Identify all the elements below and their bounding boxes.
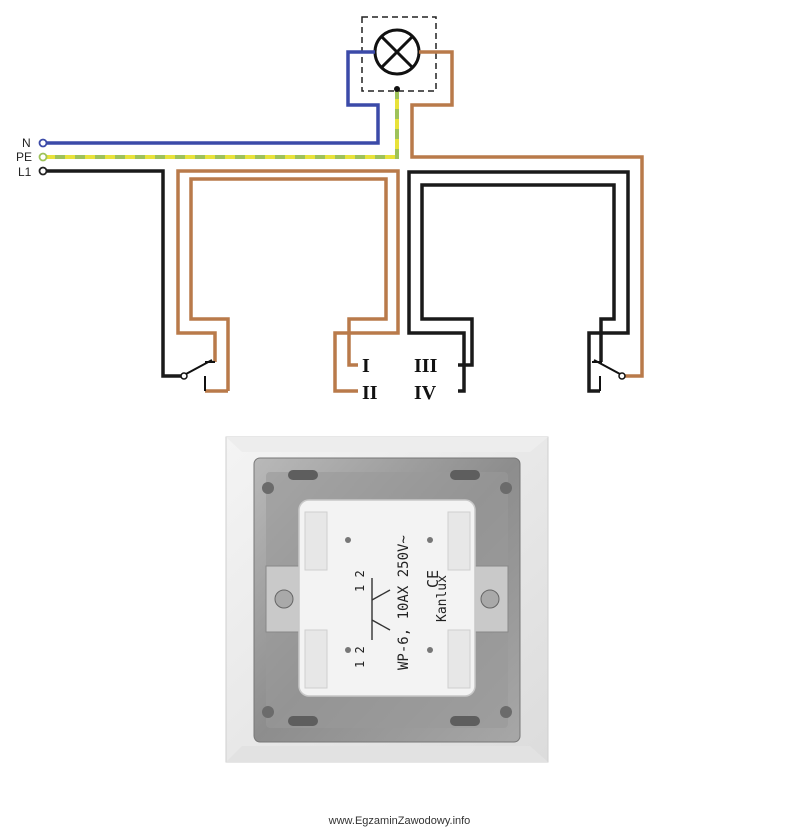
- phase-wire: [45, 169, 182, 378]
- traveler-wire-left: [176, 169, 400, 393]
- contact-label-iii: III: [414, 355, 438, 377]
- contact-label-i: I: [362, 355, 370, 377]
- switch-print-schematic: [371, 578, 391, 640]
- ce-mark: CE: [424, 570, 442, 588]
- neutral-wire: [45, 50, 380, 145]
- switch-brand-text: Kanlux: [435, 575, 450, 622]
- pe-wire: [45, 86, 400, 159]
- traveler-wire-right: [407, 170, 630, 393]
- switch-left-symbol: [180, 359, 215, 391]
- contact-label-ii: II: [362, 382, 378, 404]
- contact-label-iv: IV: [414, 382, 437, 404]
- terminal-label-l1: L1: [18, 165, 32, 179]
- switch-marking-right: 1 2: [353, 570, 367, 592]
- switch-right-symbol: [592, 359, 626, 391]
- switch-marking-left: 1 2: [353, 646, 367, 668]
- terminal-label-pe: PE: [16, 150, 32, 164]
- terminal-points: [38, 138, 48, 176]
- lamp-brown-wire: [410, 50, 644, 378]
- watermark-text: www.EgzaminZawodowy.info: [328, 815, 471, 827]
- switch-photo: WP-6, 10AX 250V~ Kanlux 1 2 1 2 CE: [225, 436, 549, 763]
- lamp-symbol: [361, 16, 437, 92]
- terminal-label-n: N: [22, 136, 31, 150]
- switch-rating-text: WP-6, 10AX 250V~: [396, 535, 412, 670]
